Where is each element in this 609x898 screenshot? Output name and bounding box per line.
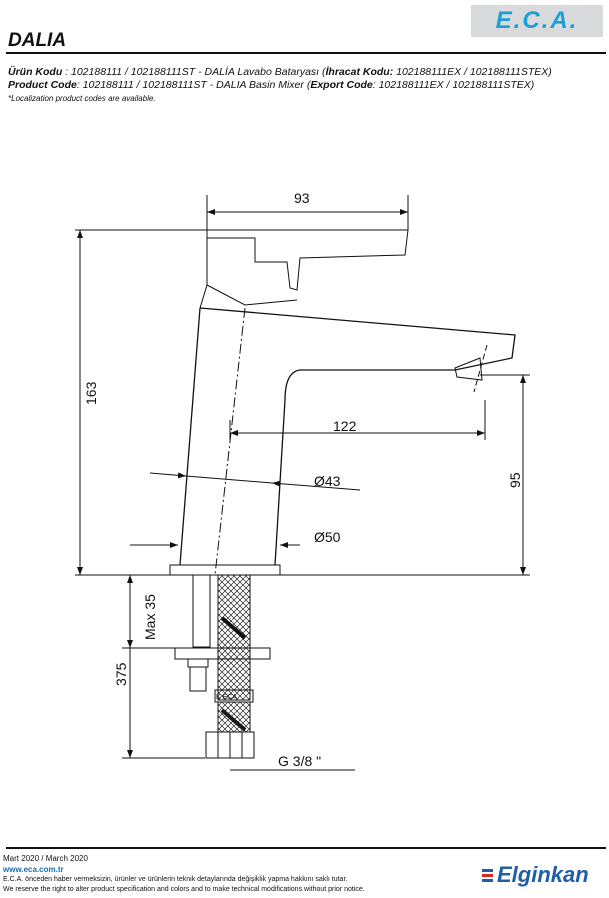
code-line-en: Product Code: 102188111 / 102188111ST - …: [8, 79, 552, 92]
page-title: DALIA: [8, 30, 67, 51]
dim-thread: G 3/8 ": [278, 753, 321, 769]
header-divider: [6, 52, 606, 54]
tr-export: 102188111EX / 102188111STEX): [393, 66, 552, 78]
code-line-tr: Ürün Kodu : 102188111 / 102188111ST - DA…: [8, 66, 552, 79]
product-codes: Ürün Kodu : 102188111 / 102188111ST - DA…: [8, 66, 552, 105]
brand-name: Elginkan: [497, 862, 589, 887]
footer-divider: [6, 847, 606, 849]
tr-text: : 102188111 / 102188111ST - DALİA Lavabo…: [62, 66, 326, 78]
en-text: : 102188111 / 102188111ST - DALIA Basin …: [76, 79, 311, 91]
dim-reach: 122: [333, 418, 357, 434]
tr-export-label: İhracat Kodu:: [325, 66, 394, 78]
tr-label: Ürün Kodu: [8, 66, 63, 78]
website-link[interactable]: www.eca.com.tr: [3, 865, 64, 874]
disclaimer-tr: E.C.A. önceden haber vermeksizin, ürünle…: [3, 876, 348, 883]
en-label: Product Code: [8, 79, 77, 91]
faucet-outline: [75, 195, 530, 771]
dim-hose-length: 375: [113, 662, 129, 686]
localization-note: *Localization product codes are availabl…: [8, 94, 156, 103]
dim-height-total: 163: [83, 381, 99, 405]
disclaimer-en: We reserve the right to alter product sp…: [3, 886, 365, 893]
dim-spout-height: 95: [507, 472, 523, 488]
en-export-label: Export Code: [310, 79, 373, 91]
elginkan-logo: Elginkan: [482, 862, 589, 888]
dim-max-thickness: Max 35: [142, 594, 158, 640]
hose-tag: K ECA: [216, 694, 237, 701]
date: Mart 2020 / March 2020: [3, 854, 88, 863]
footer: Mart 2020 / March 2020 www.eca.com.tr E.…: [3, 853, 365, 895]
eca-logo: E.C.A.: [471, 5, 603, 37]
dim-dia-base: Ø50: [314, 529, 341, 545]
en-export: : 102188111EX / 102188111STEX): [372, 79, 535, 91]
elginkan-mark-icon: [482, 868, 493, 882]
logo-text: E.C.A.: [495, 7, 579, 34]
dim-width-top: 93: [294, 190, 310, 206]
dim-dia-body: Ø43: [314, 473, 341, 489]
